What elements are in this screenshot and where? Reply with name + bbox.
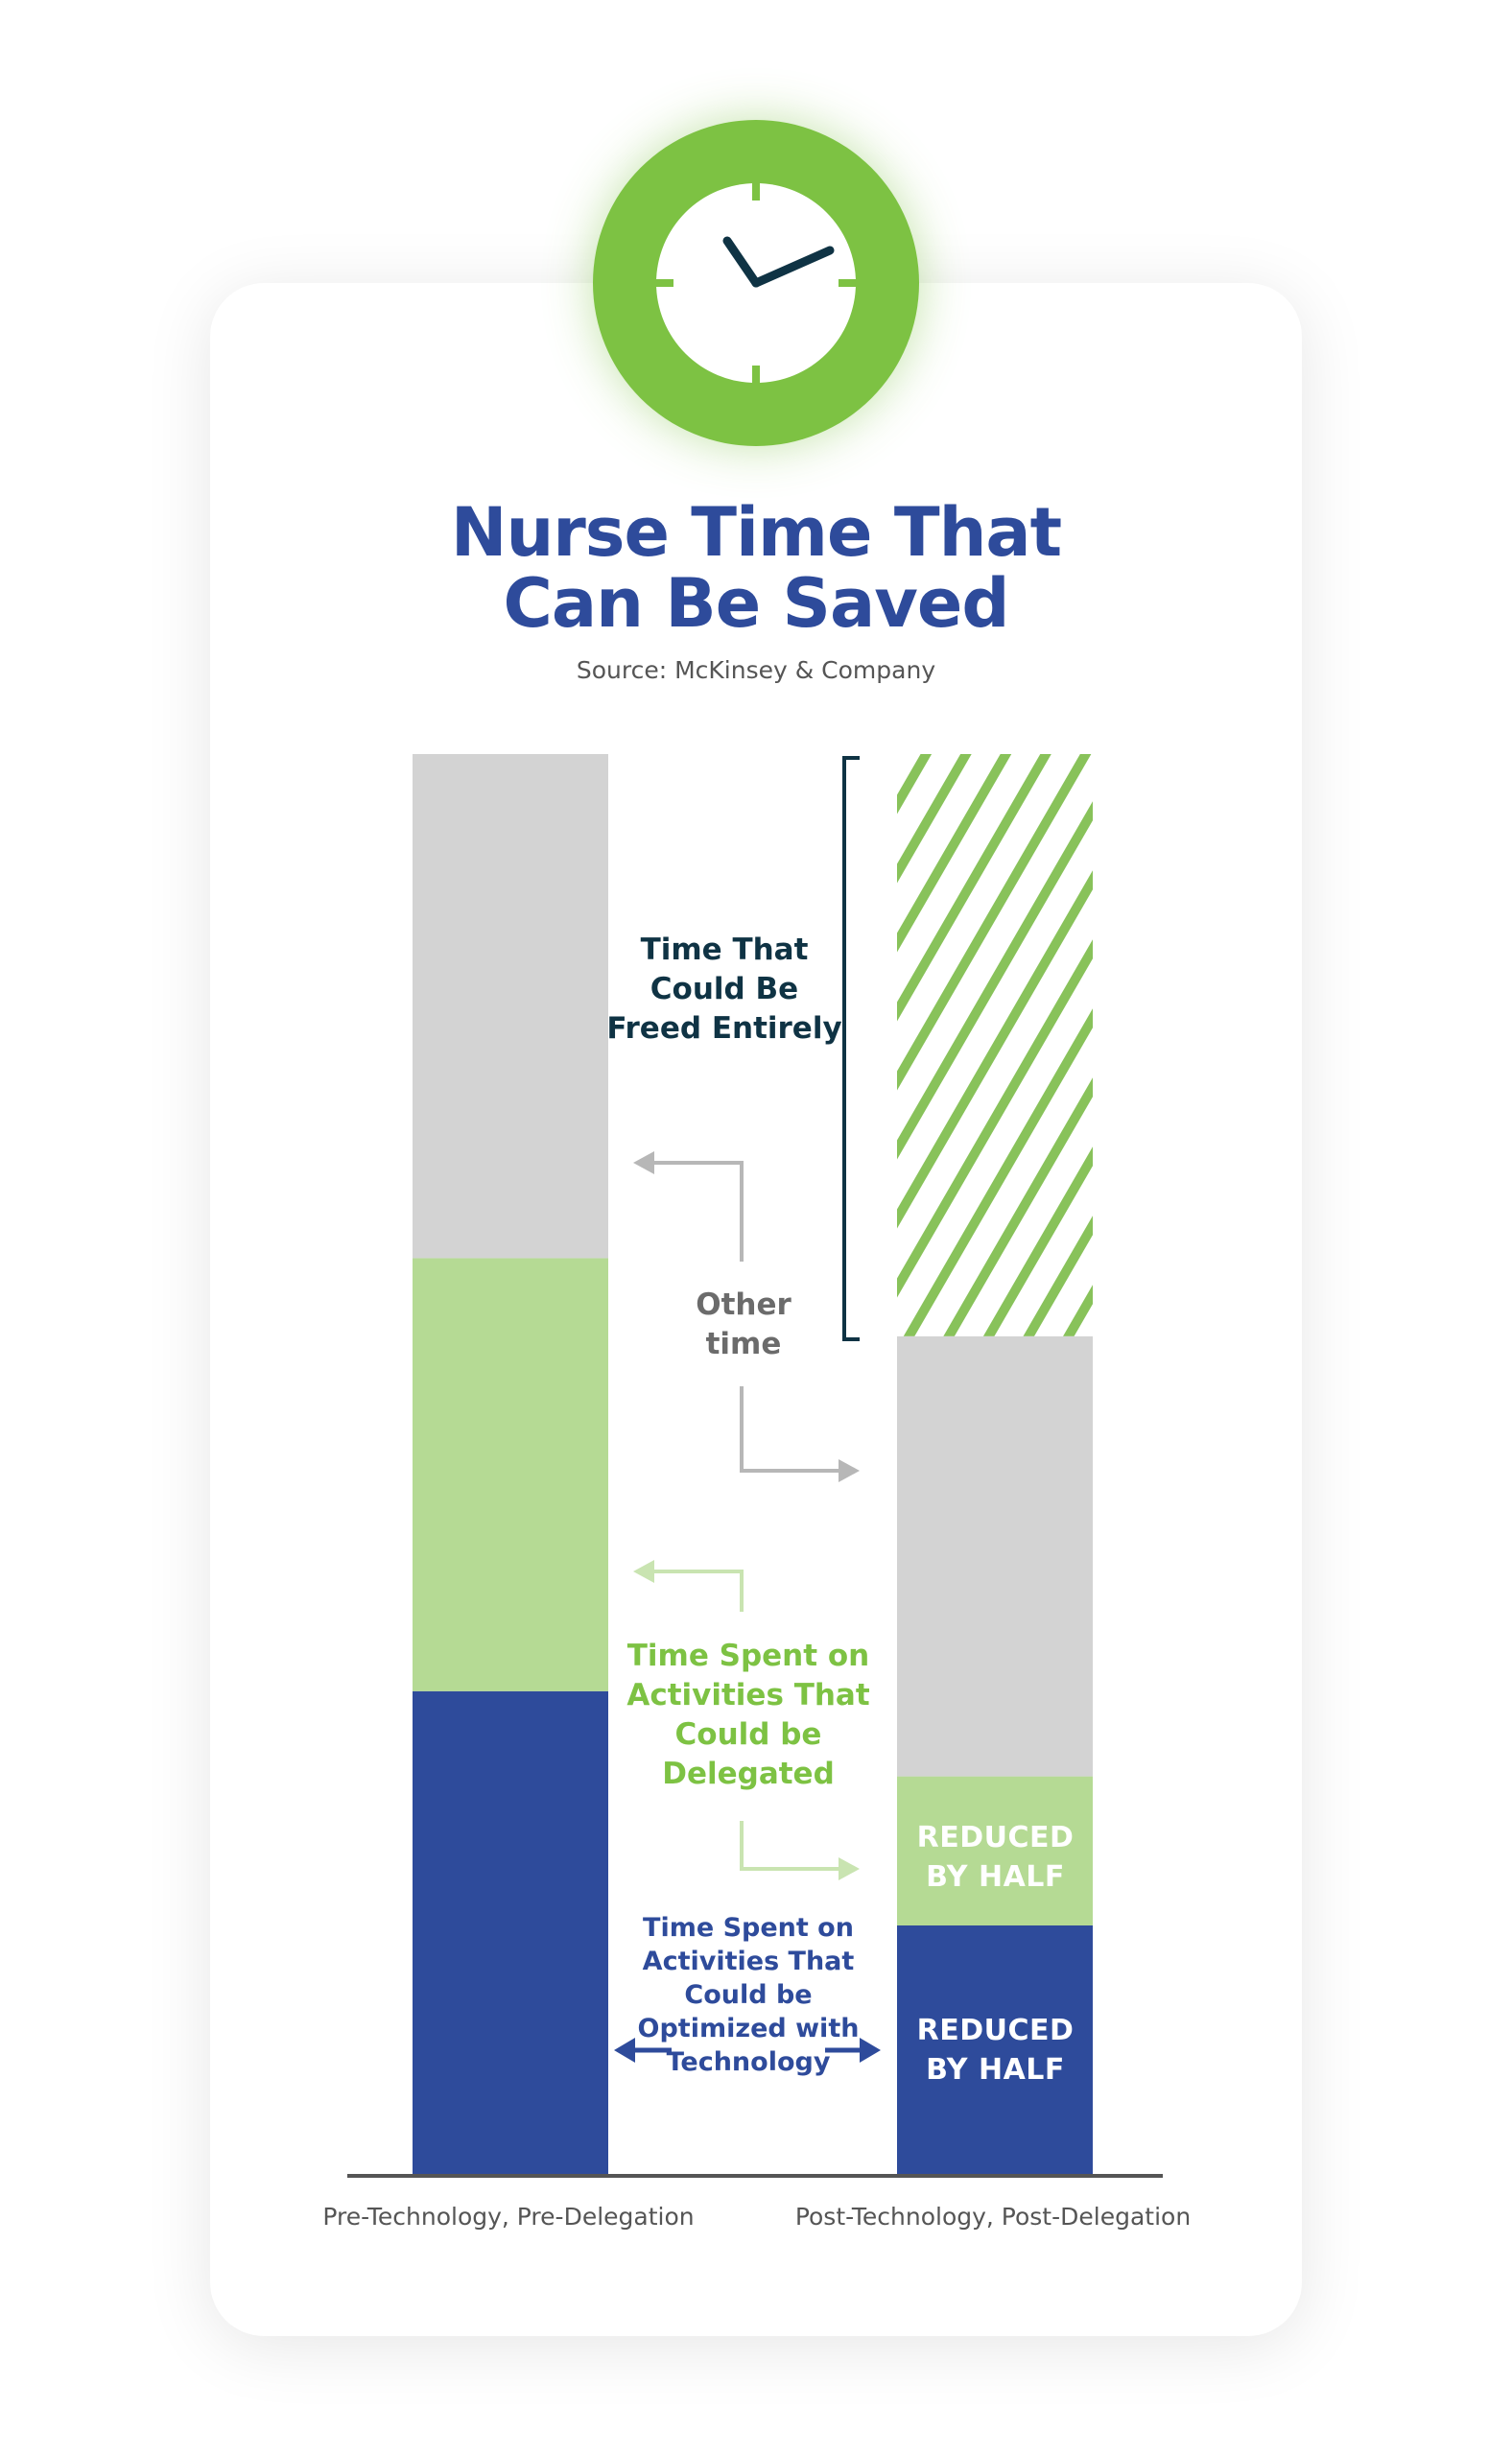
- page-title-line-2: Can Be Saved: [503, 564, 1010, 643]
- tech-arrowhead-right: [860, 2038, 881, 2063]
- other-time-arrowhead-left: [633, 1151, 654, 1174]
- bar-0-series-1: [413, 1258, 608, 1691]
- label-freed-time: Time That Could Be Freed Entirely: [606, 933, 842, 1046]
- tech-arrowhead-left: [614, 2038, 635, 2063]
- label-delegated-time: Time Spent on Activities That Could be D…: [626, 1639, 870, 1791]
- annotation-reduced-blue: REDUCED BY HALF: [916, 2014, 1075, 2087]
- other-time-arrowhead-right: [839, 1459, 860, 1482]
- bar-1-series-0: [897, 1925, 1093, 2174]
- bar-1-series-2: [897, 1335, 1093, 1777]
- delegated-arrow-right: [740, 1821, 846, 1871]
- bar-1-series-3: [897, 754, 1093, 1336]
- other-time-arrow-left: [641, 1161, 744, 1262]
- clock-icon: [593, 120, 919, 446]
- other-time-arrow-right: [740, 1386, 846, 1473]
- category-label-post: Post-Technology, Post-Delegation: [794, 2203, 1192, 2231]
- annotation-reduced-green: REDUCED BY HALF: [916, 1821, 1075, 1894]
- label-other-time: Other time: [696, 1287, 791, 1361]
- label-optimized-time: Time Spent on Activities That Could be O…: [637, 1913, 860, 2077]
- bar-1-series-1: [897, 1776, 1093, 1925]
- bar-0-series-0: [413, 1690, 608, 2174]
- source-text: Source: McKinsey & Company: [576, 656, 936, 684]
- delegated-arrow-left: [641, 1570, 744, 1612]
- card: [210, 283, 1302, 2336]
- delegated-arrowhead-right: [839, 1857, 860, 1880]
- freed-bracket: [842, 756, 860, 1341]
- delegated-arrowhead-left: [633, 1560, 654, 1583]
- bar-0-series-2: [413, 754, 608, 1259]
- page-title-line-1: Nurse Time That: [450, 493, 1062, 572]
- category-label-pre: Pre-Technology, Pre-Delegation: [322, 2203, 695, 2231]
